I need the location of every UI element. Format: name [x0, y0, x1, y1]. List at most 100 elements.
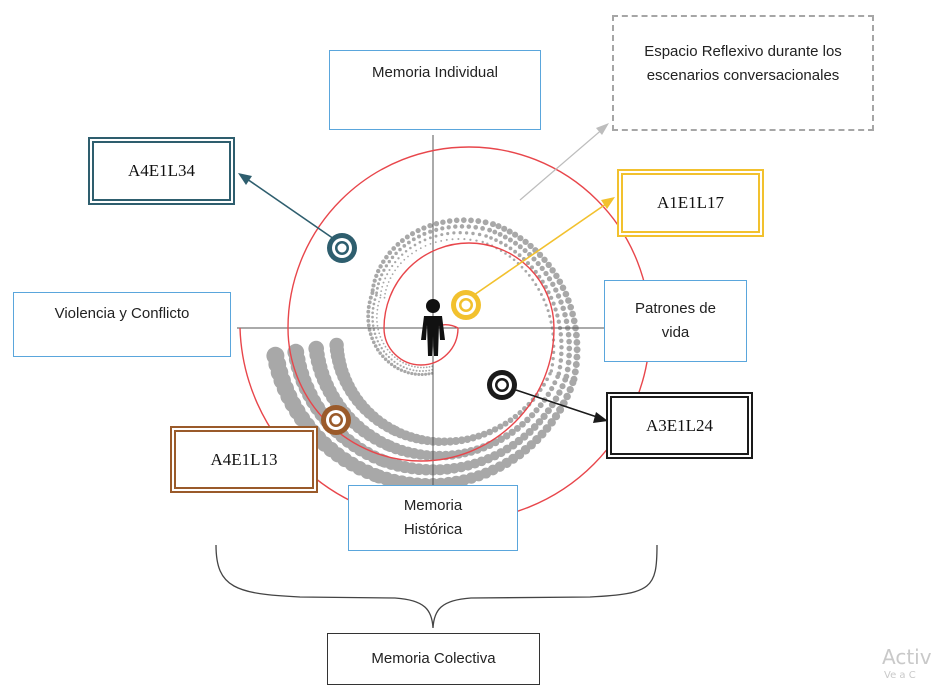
spiral-dot — [417, 234, 421, 239]
memoria-colectiva-box: Memoria Colectiva — [327, 633, 540, 685]
spiral-dot — [412, 369, 415, 372]
spiral-dot — [366, 314, 371, 319]
spiral-dot — [421, 225, 427, 231]
spiral-dot — [570, 375, 578, 383]
spiral-dot — [473, 224, 479, 230]
spiral-dot — [573, 331, 580, 339]
spiral-dot — [535, 261, 541, 267]
spiral-dot — [551, 301, 556, 306]
spiral-dot — [520, 265, 524, 269]
spiral-dot — [384, 277, 387, 280]
spiral-dot — [415, 228, 421, 234]
spiral-dot — [540, 412, 548, 421]
memoria-individual-box: Memoria Individual — [329, 50, 541, 130]
spiral-dot — [569, 310, 576, 318]
spiral-dot — [503, 432, 511, 440]
spiral-dot — [375, 293, 378, 297]
spiral-dot — [386, 285, 389, 287]
spiral-dot — [507, 237, 513, 243]
spiral-dot — [440, 437, 449, 446]
spiral-dot — [376, 268, 381, 274]
spiral-dot — [541, 256, 548, 263]
spiral-dot — [405, 367, 408, 370]
spiral-dot — [524, 416, 531, 424]
spiral-dot — [376, 313, 378, 315]
spiral-dot — [366, 305, 371, 309]
person-icon — [421, 299, 445, 356]
spiral-dot — [413, 243, 417, 247]
spiral-dot — [385, 289, 387, 291]
spiral-dot — [366, 323, 371, 328]
spiral-dot — [402, 361, 404, 364]
spiral-dot — [469, 238, 472, 241]
spiral-dot — [542, 424, 552, 433]
spiral-dot — [562, 311, 568, 318]
memoria-individual-label: Memoria Individual — [372, 64, 498, 81]
spiral-dot — [424, 372, 428, 376]
spiral-dot — [407, 255, 409, 258]
spiral-dot — [409, 368, 412, 371]
espacio-reflexivo-box: Espacio Reflexivo durante los escenarios… — [612, 15, 874, 131]
spiral-dot — [415, 369, 418, 372]
spiral-dot — [553, 307, 558, 312]
spiral-dot — [544, 303, 548, 307]
spiral-dot — [376, 340, 380, 343]
spiral-dot — [565, 297, 572, 304]
spiral-dot — [377, 304, 379, 307]
spiral-dot — [391, 246, 397, 251]
spiral-dot — [553, 272, 560, 280]
spiral-dot — [422, 370, 424, 372]
spiral-dot — [381, 285, 384, 288]
spiral-dot — [558, 332, 563, 337]
spiral-dot — [402, 244, 407, 248]
spiral-dot — [566, 352, 572, 359]
spiral-dot — [508, 246, 513, 251]
spiral-dot — [512, 258, 516, 262]
spiral-dot — [405, 363, 407, 365]
spiral-dot — [434, 234, 438, 238]
spiral-dot — [524, 269, 528, 273]
spiral-dot — [367, 328, 372, 332]
spiral-dot — [399, 368, 404, 372]
spiral-dot — [517, 253, 522, 258]
spiral-dot — [566, 385, 574, 394]
spiral-dot — [466, 224, 472, 229]
spiral-dot — [539, 265, 545, 271]
spiral-dot — [513, 249, 518, 254]
spiral-dot — [399, 364, 402, 367]
spiral-dot — [411, 365, 413, 367]
spiral-dot — [544, 407, 552, 415]
spiral-dot — [381, 259, 386, 264]
spiral-dot — [407, 240, 411, 245]
spiral-dot — [394, 251, 398, 256]
spiral-dot — [404, 234, 410, 240]
spiral-dot — [397, 257, 400, 260]
patrones-vida-label: Patrones de vida — [635, 300, 716, 341]
spiral-dot — [446, 232, 450, 236]
spiral-dot — [387, 259, 391, 264]
spiral-dot — [453, 217, 460, 224]
spiral-dot — [563, 373, 570, 380]
spiral-dot — [411, 252, 413, 255]
spiral-dot — [519, 420, 526, 428]
spiral-dot — [486, 428, 494, 436]
spiral-dot — [556, 371, 562, 377]
spiral-dot — [481, 240, 484, 244]
spiral-dot — [400, 262, 402, 265]
spiral-dot — [480, 430, 488, 438]
spiral-dot — [382, 350, 386, 353]
spiral-dot — [551, 356, 555, 361]
spiral-dot — [502, 420, 509, 427]
spiral-dot — [484, 234, 488, 238]
spiral-dot — [385, 353, 388, 356]
spiral-dot — [403, 258, 406, 261]
spiral-dot — [372, 278, 377, 283]
spiral-dot — [520, 432, 529, 441]
spiral-dot — [445, 238, 448, 241]
a4e1l13-marker — [321, 405, 351, 435]
spiral-dot — [375, 291, 379, 295]
spiral-dot — [384, 254, 389, 260]
code-a4e1l34: A4E1L34 — [88, 137, 235, 205]
spiral-dot — [550, 281, 556, 287]
spiral-dot — [570, 317, 578, 325]
